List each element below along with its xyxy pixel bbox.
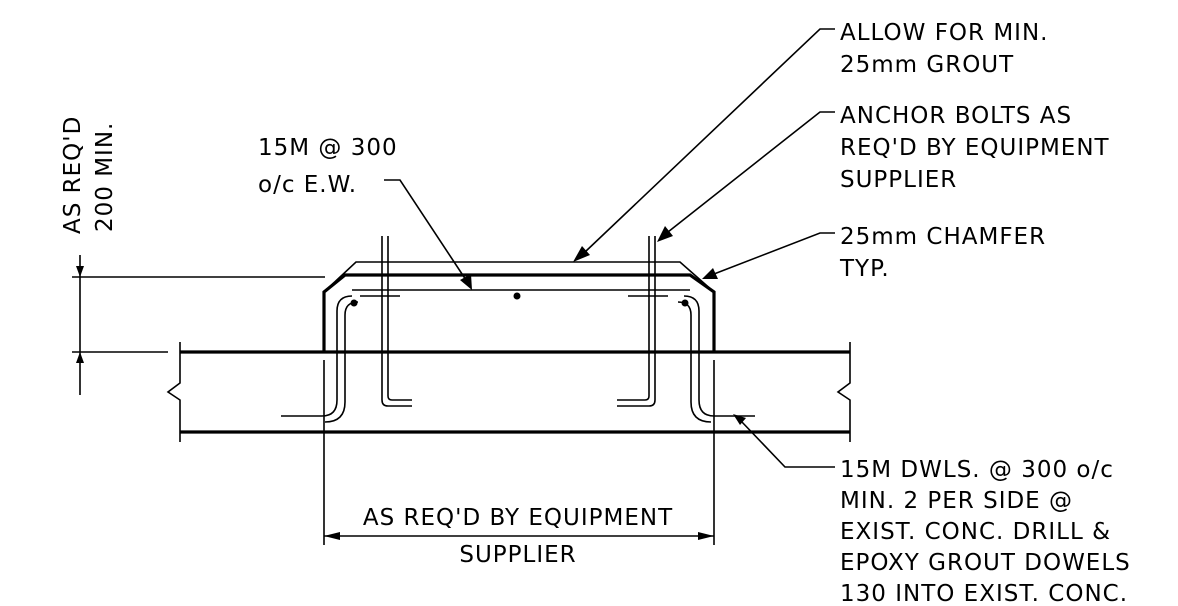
callout-dowels-line-4: EPOXY GROUT DOWELS: [840, 550, 1131, 576]
leaders: [384, 28, 835, 468]
leader-chamfer: [713, 232, 835, 275]
dowel-left: [281, 295, 353, 417]
callout-chamfer: 25mm CHAMFER TYP.: [839, 224, 1046, 282]
dim-label-width: AS REQ'D BY EQUIPMENT: [363, 505, 673, 531]
dim-label-supplier: SUPPLIER: [459, 542, 576, 568]
callout-chamfer-line-2: TYP.: [839, 256, 890, 282]
callout-dowels-line-3: EXIST. CONC. DRILL &: [840, 519, 1111, 545]
callout-grout-line-1: ALLOW FOR MIN.: [840, 20, 1048, 46]
callout-anchor-line-2: REQ'D BY EQUIPMENT: [840, 135, 1110, 161]
grout-layer: [323, 261, 715, 293]
dim-label-200-min: 200 MIN.: [92, 122, 118, 232]
callout-grout: ALLOW FOR MIN. 25mm GROUT: [840, 20, 1048, 78]
callout-rebar-line-2: o/c E.W.: [258, 172, 357, 198]
rebar-section-dot: [350, 299, 358, 307]
callout-dowels-line-1: 15M DWLS. @ 300 o/c: [840, 457, 1114, 483]
arrowhead: [76, 266, 84, 277]
leader-grout: [584, 28, 835, 253]
callout-rebar: 15M @ 300 o/c E.W.: [258, 135, 398, 198]
arrowhead: [76, 352, 84, 363]
break-line-left: [166, 342, 181, 442]
vertical-dimension: AS REQ'D 200 MIN.: [60, 116, 325, 395]
dowel-left-inner: [324, 301, 359, 423]
arrowhead: [702, 268, 718, 279]
callout-anchor-line-3: SUPPLIER: [840, 167, 957, 193]
callout-anchor-line-1: ANCHOR BOLTS AS: [840, 103, 1072, 129]
break-line-right: [836, 342, 851, 442]
equipment-pad: [322, 261, 716, 352]
leader-anchor-bolts: [667, 111, 835, 233]
arrowhead: [698, 532, 714, 540]
anchor-bolt-right-inner: [617, 236, 650, 401]
anchor-bolt-left: [381, 236, 412, 407]
callout-anchor-bolts: ANCHOR BOLTS AS REQ'D BY EQUIPMENT SUPPL…: [840, 103, 1110, 193]
arrowhead: [460, 274, 472, 290]
callout-dowels-line-5: 130 INTO EXIST. CONC.: [840, 581, 1128, 606]
rebar-section-dot: [681, 299, 689, 307]
existing-slab: [166, 342, 851, 442]
rebar-section-dot: [513, 292, 521, 300]
leader-rebar: [384, 179, 467, 281]
callout-grout-line-2: 25mm GROUT: [840, 52, 1014, 78]
pad-outline: [322, 273, 716, 352]
dowel-right-inner: [677, 301, 712, 423]
arrowhead: [657, 226, 673, 242]
callout-dowels: 15M DWLS. @ 300 o/c MIN. 2 PER SIDE @ EX…: [840, 457, 1131, 606]
callout-rebar-line-1: 15M @ 300: [258, 135, 398, 161]
dim-label-as-reqd: AS REQ'D: [60, 116, 86, 234]
arrowhead: [324, 532, 340, 540]
callout-chamfer-line-1: 25mm CHAMFER: [840, 224, 1046, 250]
callout-dowels-line-2: MIN. 2 PER SIDE @: [840, 488, 1073, 514]
reinforcement: [281, 236, 755, 423]
leader-dowels: [740, 420, 835, 468]
horizontal-dimension: AS REQ'D BY EQUIPMENT SUPPLIER: [323, 360, 715, 568]
arrowhead: [733, 414, 746, 425]
anchor-bolt-right: [617, 236, 656, 407]
dowel-right: [683, 295, 755, 417]
arrowhead: [573, 246, 590, 262]
anchor-bolt-left-inner: [387, 236, 412, 401]
